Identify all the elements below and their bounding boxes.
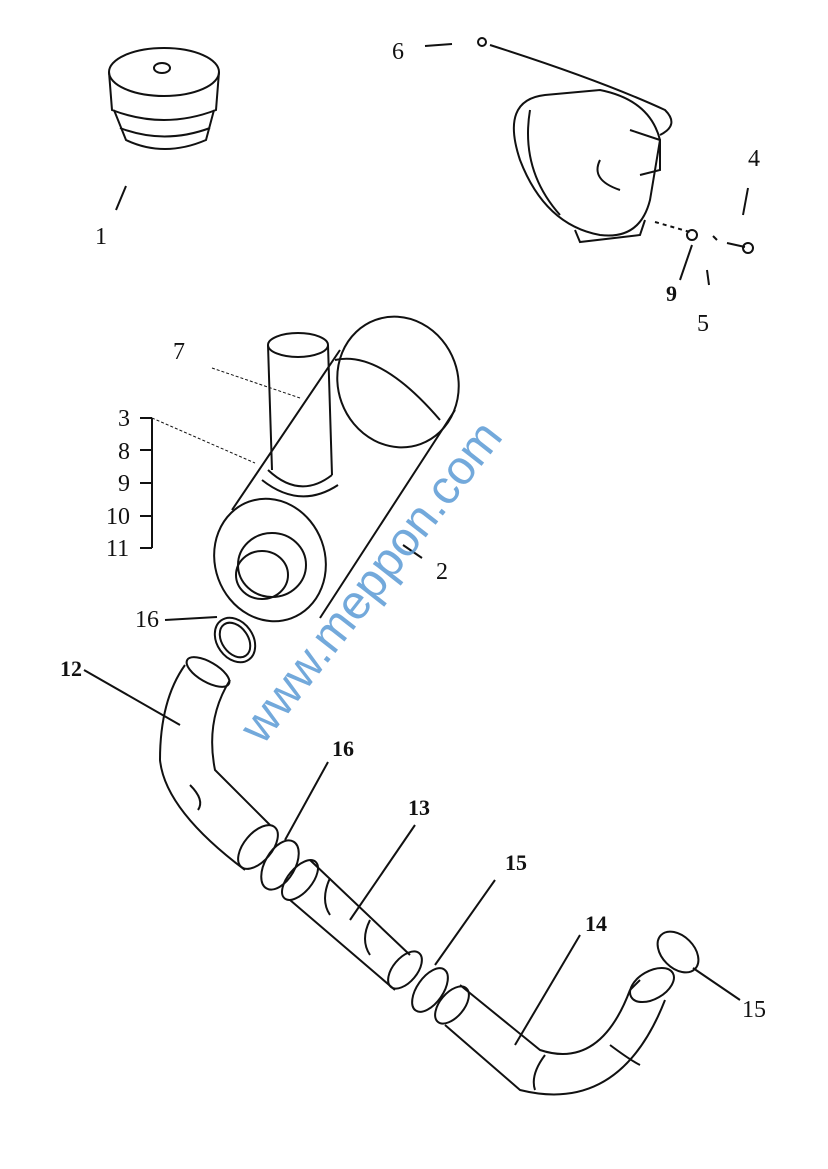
callout-15-right: 15 — [742, 997, 766, 1023]
callout-16: 16 — [135, 607, 159, 633]
callout-15: 15 — [505, 850, 527, 875]
callout-8: 8 — [118, 439, 130, 465]
part-clamp-band — [424, 37, 691, 244]
callout-16-lower: 16 — [332, 736, 354, 761]
callout-3: 3 — [118, 406, 130, 432]
callout-7: 7 — [173, 339, 185, 365]
part-12-elbow-hose — [83, 656, 279, 871]
part-14-elbow-hose — [434, 934, 675, 1096]
part-bolt-washers — [679, 187, 754, 286]
callout-14: 14 — [585, 911, 607, 936]
callout-9: 9 — [118, 471, 130, 497]
part-2-air-cleaner-body — [140, 315, 460, 623]
callout-13: 13 — [408, 795, 430, 820]
callout-1: 1 — [95, 224, 107, 250]
callout-5: 5 — [697, 311, 709, 337]
part-13-straight-hose — [281, 824, 423, 991]
callout-4: 4 — [748, 146, 760, 172]
part-16-clamp-lower — [260, 761, 329, 891]
callout-2: 2 — [436, 559, 448, 585]
callout-6: 6 — [392, 39, 404, 65]
part-1-precleaner-cap — [108, 47, 220, 211]
callout-11: 11 — [106, 536, 130, 562]
part-15-clamp-lower — [411, 879, 496, 1013]
callout-9-bolt: 9 — [666, 281, 677, 306]
part-16-clamp-upper — [164, 616, 257, 664]
callout-10: 10 — [106, 504, 130, 530]
callout-12: 12 — [60, 656, 82, 681]
part-15-clamp-right — [656, 930, 741, 1001]
